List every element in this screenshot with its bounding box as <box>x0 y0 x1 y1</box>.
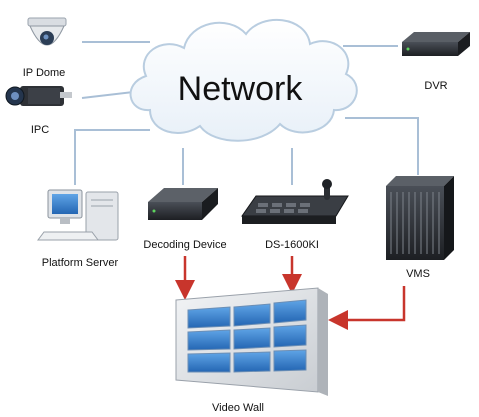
keyboard-label: DS-1600KI <box>265 239 319 251</box>
video-wall-icon <box>175 287 328 396</box>
connection-lines <box>74 41 419 185</box>
dvr-icon <box>402 32 470 56</box>
platform-server-icon <box>37 189 119 241</box>
video-wall-label: Video Wall <box>212 402 264 414</box>
link-vms-network <box>345 117 419 175</box>
keyboard-icon <box>241 179 349 224</box>
ip-dome-label: IP Dome <box>23 67 66 79</box>
dvr-label: DVR <box>424 80 447 92</box>
vms-label: VMS <box>406 268 430 280</box>
vms-icon <box>386 176 454 260</box>
ip-dome-icon <box>27 17 67 46</box>
link-platform-network <box>74 129 150 185</box>
decoding-device-icon <box>148 188 218 220</box>
arrow-vms-to-wall <box>328 286 406 330</box>
arrows <box>175 256 406 330</box>
decoding-device-label: Decoding Device <box>143 239 226 251</box>
ipc-icon <box>5 86 72 106</box>
network-cloud: Network <box>129 18 358 142</box>
cloud-label: Network <box>178 70 304 108</box>
ipc-label: IPC <box>31 124 49 136</box>
platform-server-label: Platform Server <box>42 257 119 269</box>
